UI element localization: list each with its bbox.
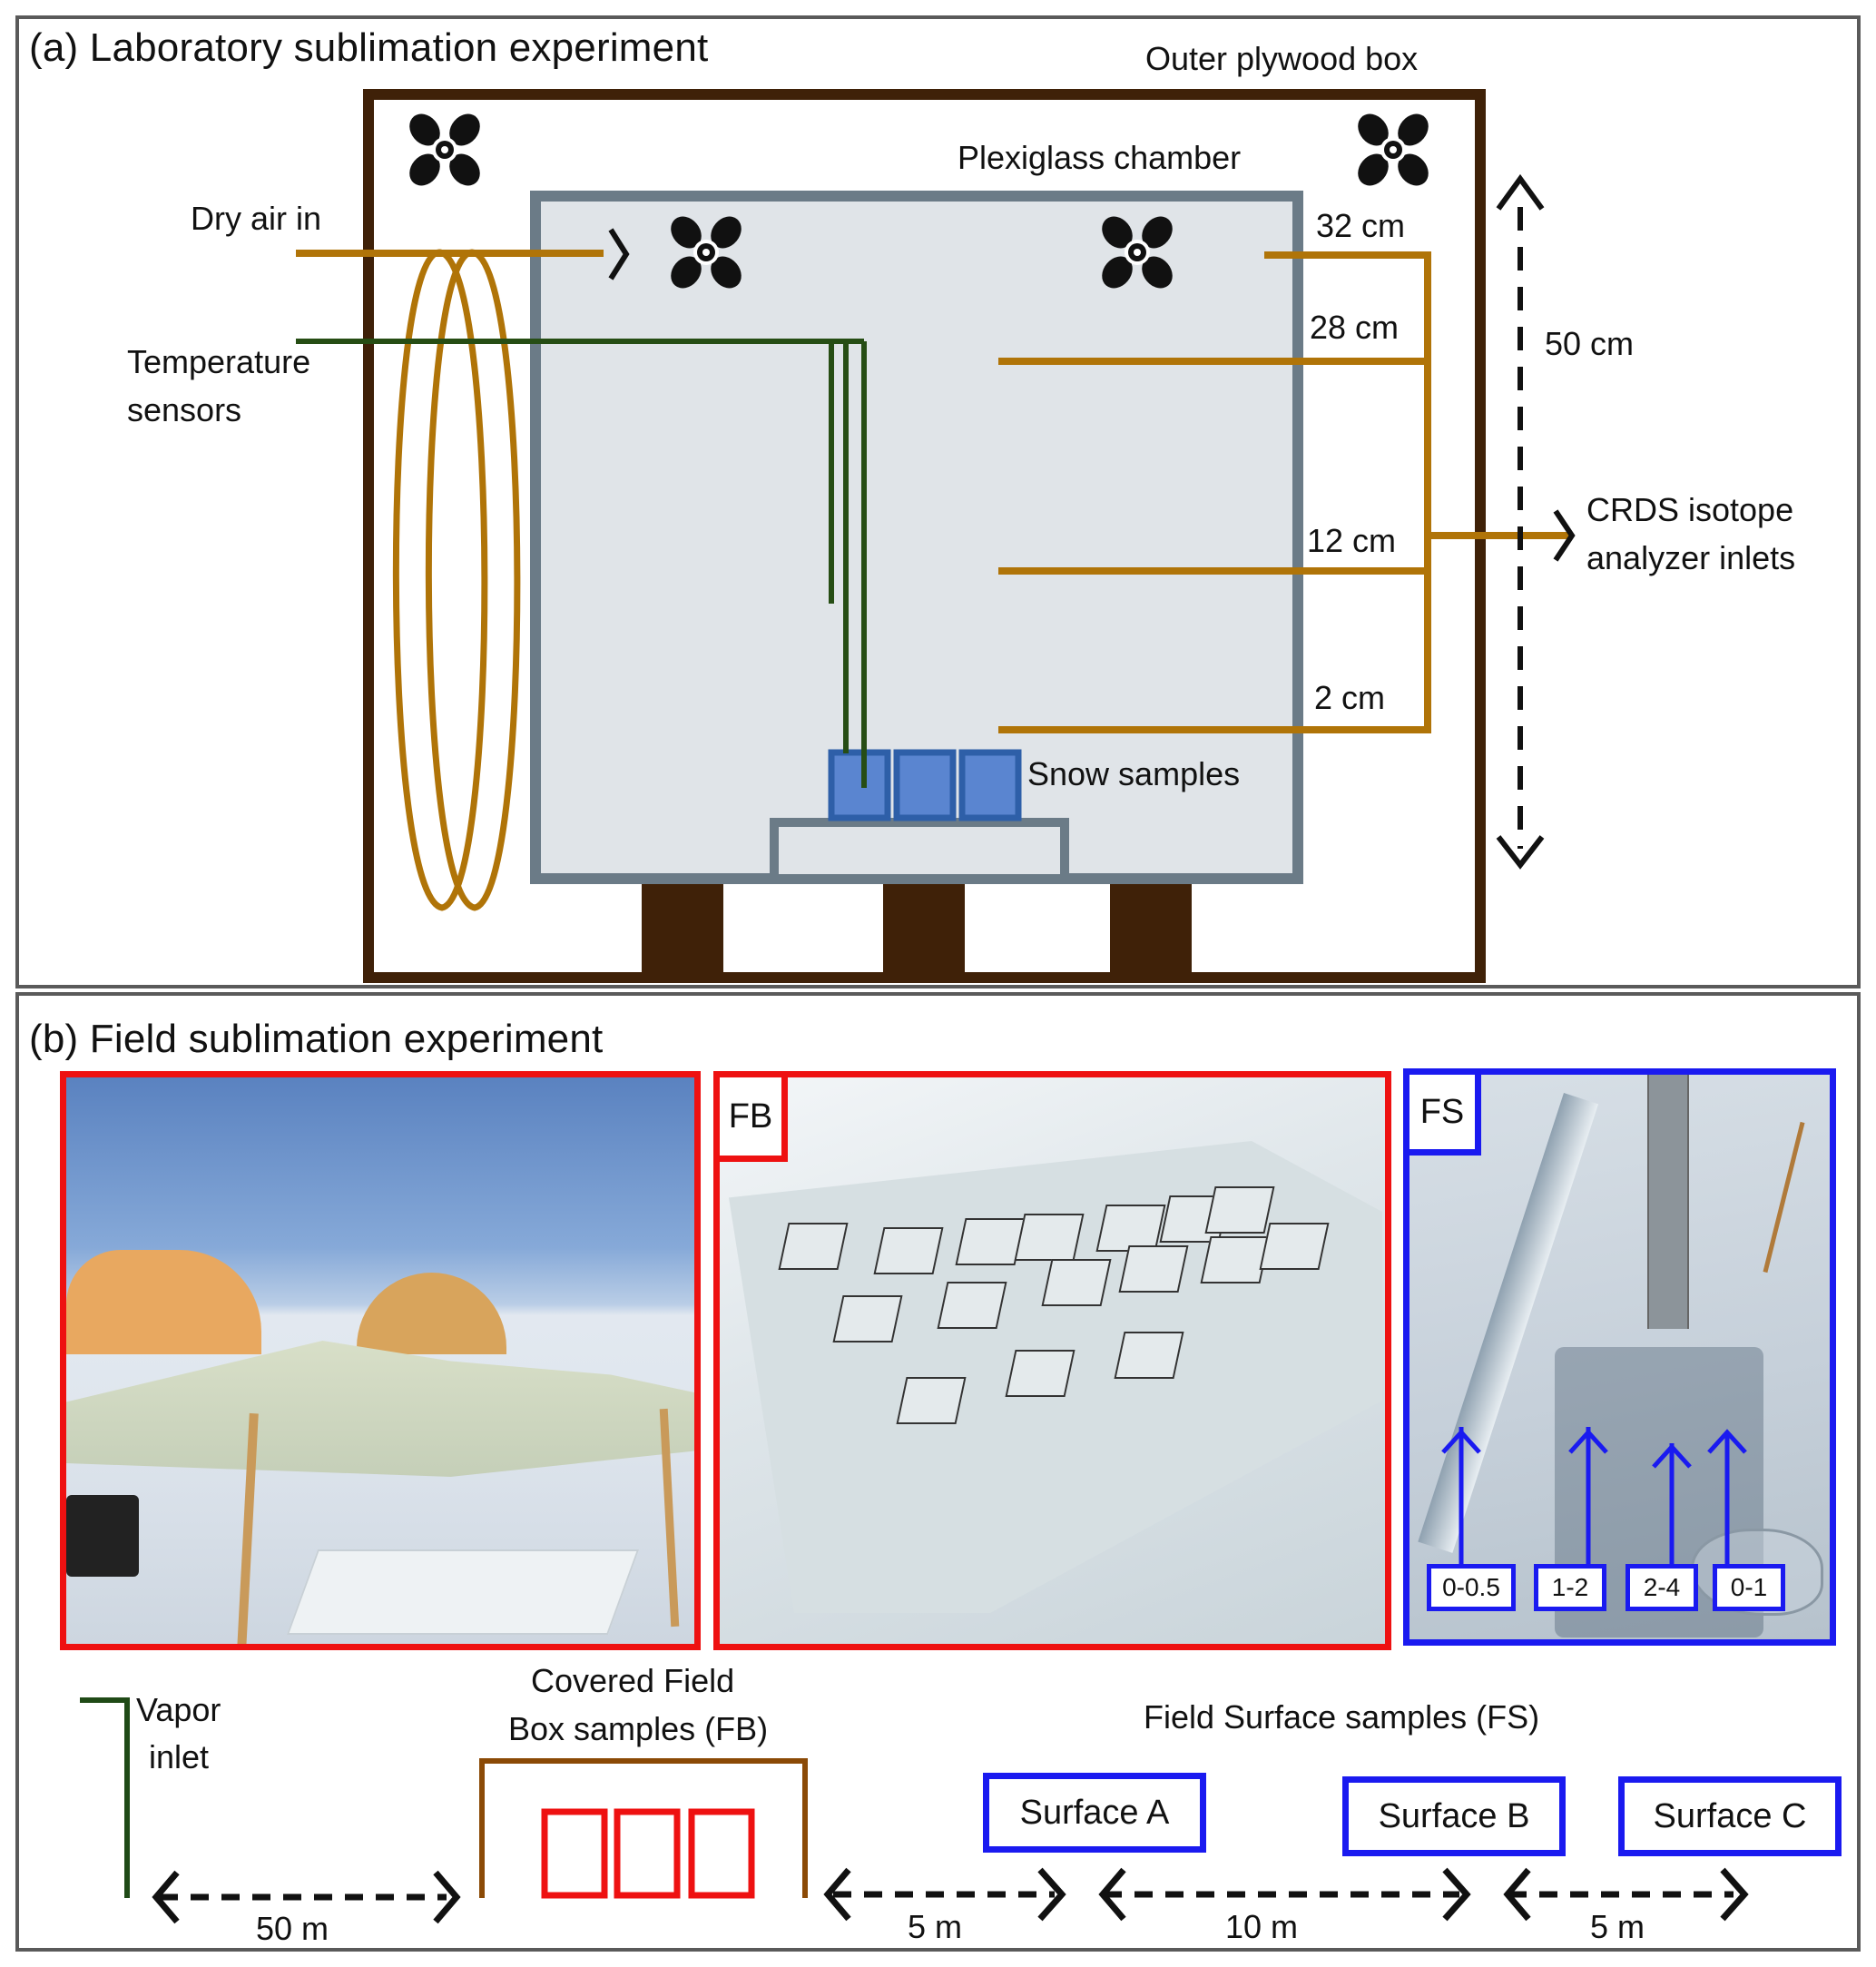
field-site-photo bbox=[60, 1071, 701, 1650]
crds-inlet-tubes bbox=[998, 251, 1570, 733]
inlet-height-28: 28 cm bbox=[1310, 309, 1400, 346]
fb-sample bbox=[688, 1808, 755, 1899]
lab-diagram bbox=[296, 89, 1576, 983]
depth-label: 0-1 bbox=[1713, 1564, 1785, 1611]
distance-label: 10 m bbox=[1225, 1908, 1299, 1945]
air-coil bbox=[392, 249, 521, 911]
left-arrow-icon bbox=[1503, 1867, 1531, 1922]
outer-box-label: Outer plywood box bbox=[1145, 40, 1419, 77]
fan-icon bbox=[671, 216, 742, 289]
support-leg bbox=[642, 875, 723, 978]
fan-icon bbox=[1358, 113, 1429, 186]
distance-label: 5 m bbox=[1590, 1908, 1645, 1945]
crds-label-1: CRDS isotope bbox=[1586, 491, 1794, 528]
left-arrow-icon bbox=[152, 1870, 180, 1924]
fb-sample bbox=[614, 1808, 681, 1899]
vapor-inlet-label-1: Vapor bbox=[136, 1691, 221, 1728]
field-surface-photo bbox=[1403, 1068, 1836, 1646]
snow-sample bbox=[893, 749, 957, 821]
temperature-sensor-wires bbox=[296, 339, 867, 788]
fan-icon bbox=[1102, 216, 1173, 289]
inlet-height-2: 2 cm bbox=[1314, 679, 1386, 716]
panel-b-title: (b) Field sublimation experiment bbox=[29, 1017, 604, 1061]
inlet-height-12: 12 cm bbox=[1307, 522, 1397, 559]
right-arrow-icon bbox=[1442, 1867, 1471, 1922]
generator bbox=[66, 1495, 139, 1577]
fb-label-1: Covered Field bbox=[531, 1662, 735, 1699]
fb-label-2: Box samples (FB) bbox=[508, 1710, 769, 1747]
fb-sample bbox=[541, 1808, 608, 1899]
surface-a-box: Surface A bbox=[983, 1773, 1206, 1853]
right-arrow-icon bbox=[1720, 1867, 1749, 1922]
crds-label-2: analyzer inlets bbox=[1586, 539, 1796, 576]
chamber-label: Plexiglass chamber bbox=[958, 139, 1242, 176]
dry-air-arrow-icon bbox=[608, 228, 630, 280]
field-box-cover bbox=[479, 1758, 808, 1898]
snow-sample bbox=[958, 749, 1022, 821]
left-arrow-icon bbox=[1098, 1867, 1126, 1922]
fs-tag: FS bbox=[1403, 1068, 1481, 1156]
support-leg bbox=[883, 875, 965, 978]
dry-air-label: Dry air in bbox=[191, 200, 322, 237]
field-box-photo bbox=[713, 1071, 1391, 1650]
right-arrow-icon bbox=[433, 1870, 461, 1924]
surface-b-box: Surface B bbox=[1342, 1776, 1566, 1856]
depth-label: 1-2 bbox=[1534, 1564, 1606, 1611]
distance-label: 5 m bbox=[908, 1908, 963, 1945]
temp-sensors-label-1: Temperature bbox=[127, 343, 311, 380]
vapor-inlet-label-2: inlet bbox=[149, 1738, 210, 1775]
fb-tag: FB bbox=[713, 1071, 788, 1162]
support-leg bbox=[1110, 875, 1192, 978]
snow-sample bbox=[828, 749, 891, 821]
down-arrow-icon bbox=[1496, 835, 1545, 870]
panel-a-title: (a) Laboratory sublimation experiment bbox=[29, 25, 709, 70]
up-arrow-icon bbox=[1496, 173, 1545, 211]
fs-title: Field Surface samples (FS) bbox=[1144, 1698, 1540, 1736]
ruler bbox=[1647, 1075, 1689, 1329]
depth-label: 2-4 bbox=[1626, 1564, 1698, 1611]
depth-label: 0-0.5 bbox=[1427, 1564, 1516, 1611]
height-label: 50 cm bbox=[1545, 325, 1635, 362]
snow-samples-label: Snow samples bbox=[1027, 755, 1241, 792]
vapor-inlet-icon bbox=[80, 1697, 130, 1898]
crds-arrow-icon bbox=[1553, 509, 1576, 562]
temp-sensors-label-2: sensors bbox=[127, 391, 242, 428]
inlet-height-32: 32 cm bbox=[1316, 207, 1406, 244]
tent-orange bbox=[66, 1250, 261, 1354]
fan-icon bbox=[409, 113, 480, 186]
distance-label: 50 m bbox=[256, 1910, 329, 1947]
left-arrow-icon bbox=[823, 1867, 851, 1922]
right-arrow-icon bbox=[1037, 1867, 1066, 1922]
surface-c-box: Surface C bbox=[1618, 1776, 1842, 1856]
sample-stand bbox=[770, 818, 1069, 883]
